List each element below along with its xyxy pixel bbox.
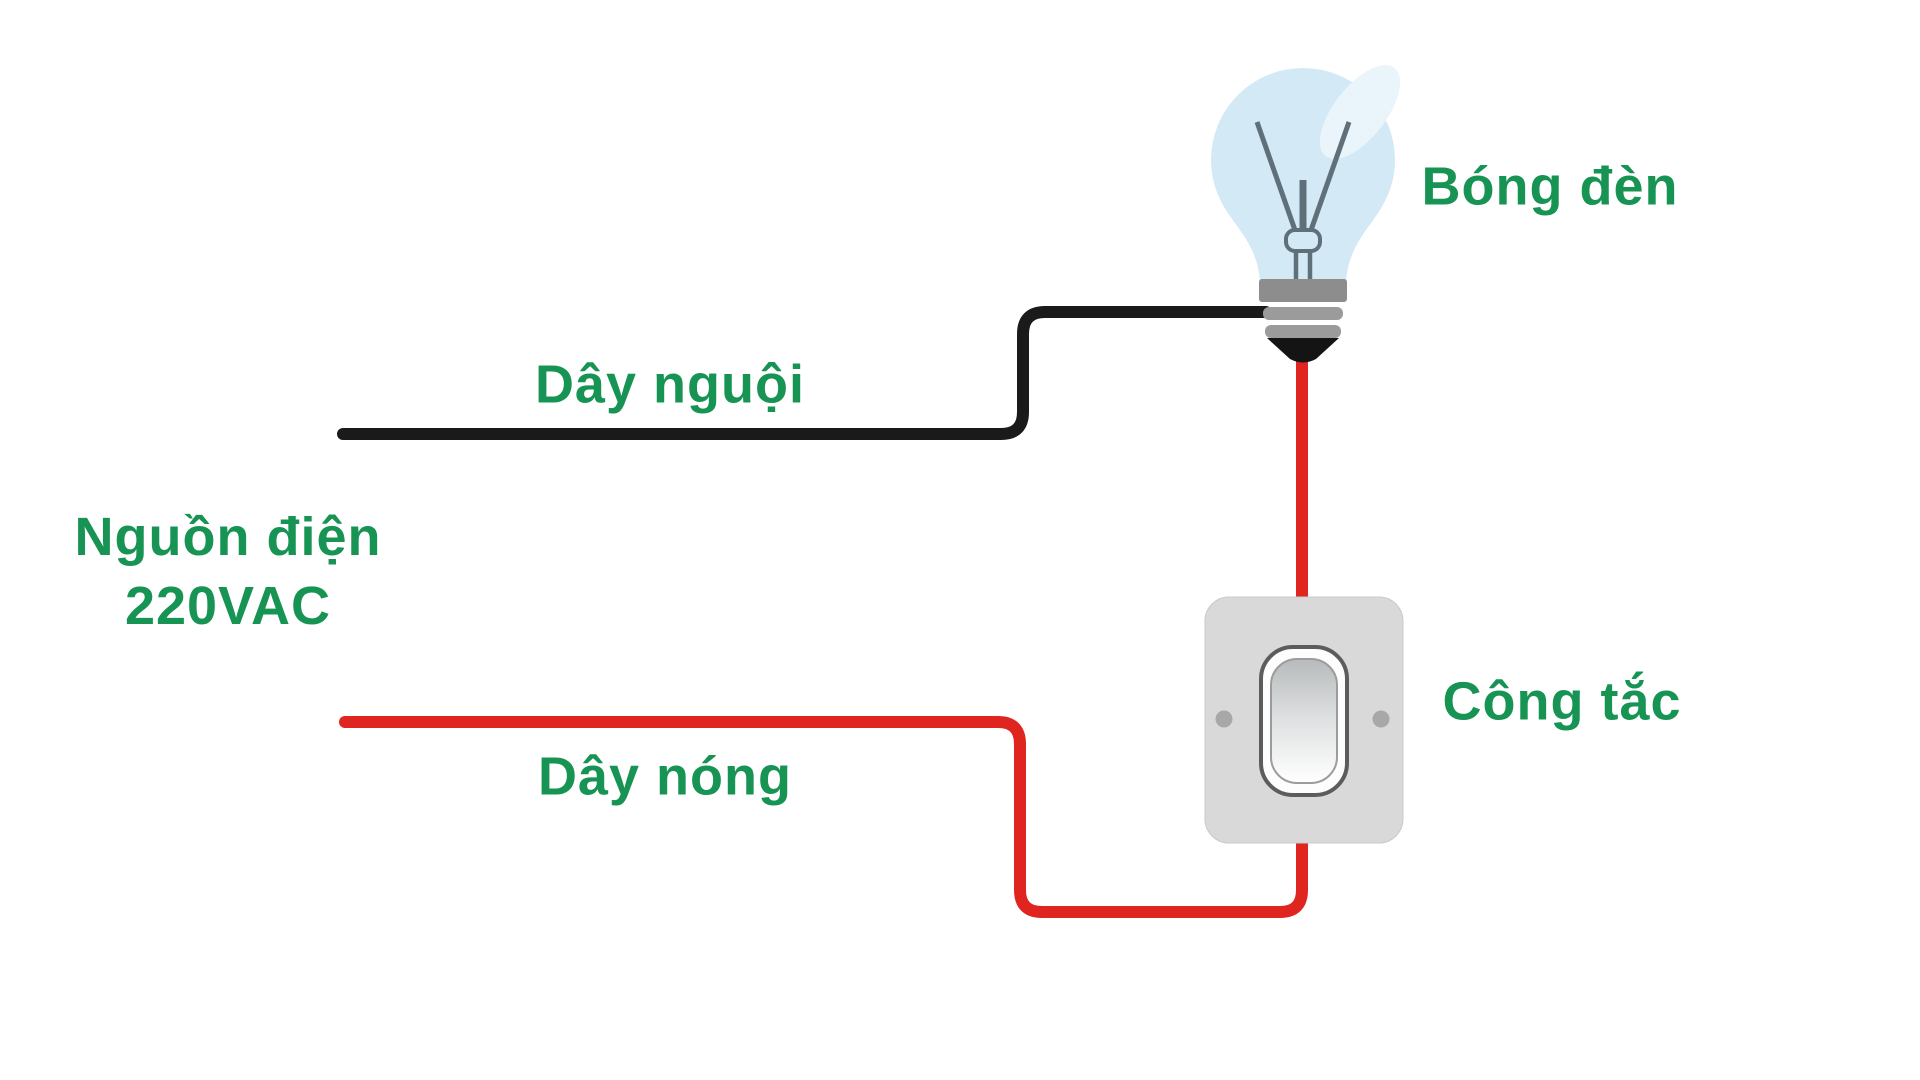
hot-wire-label: Dây nóng xyxy=(537,746,793,807)
light-bulb-icon xyxy=(1211,65,1401,363)
switch-rocker-button xyxy=(1270,658,1338,784)
neutral-wire xyxy=(337,306,1272,440)
bulb-screw-base xyxy=(1259,279,1347,363)
neutral-wire-label: Dây nguội xyxy=(534,354,806,415)
switch-label: Công tắc xyxy=(1442,671,1682,732)
power-source-label: Nguồn điện 220VAC xyxy=(75,503,382,641)
power-source-label-line1: Nguồn điện xyxy=(74,506,382,567)
power-source-label-line2: 220VAC xyxy=(124,576,332,636)
switch-screw-right xyxy=(1372,710,1390,728)
switch-screw-left xyxy=(1215,710,1233,728)
bulb-highlight xyxy=(1319,65,1401,159)
bulb-label: Bóng đèn xyxy=(1421,156,1679,217)
bulb-filament xyxy=(1254,121,1352,284)
switch-icon xyxy=(1204,596,1404,844)
hot-wire xyxy=(339,346,1308,918)
